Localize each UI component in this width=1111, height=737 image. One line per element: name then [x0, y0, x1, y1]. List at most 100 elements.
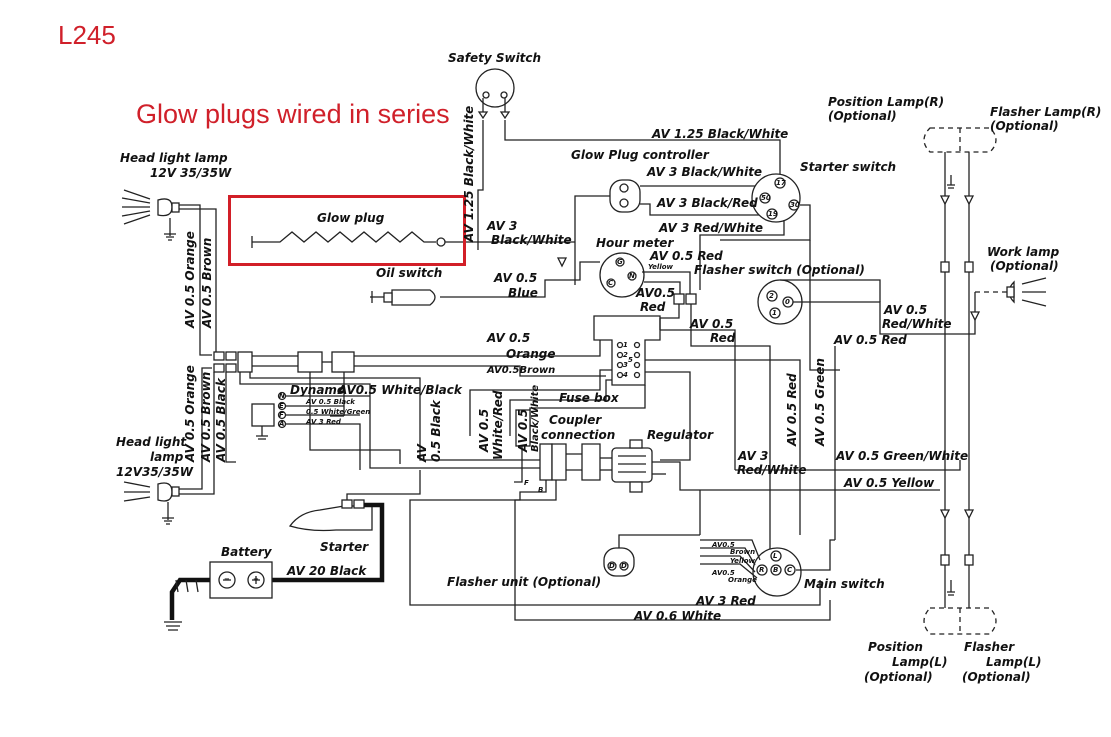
label-av3-rw-mid2: Red/White	[737, 463, 807, 477]
label-v-av05-orange-top: AV 0.5 Orange	[183, 231, 197, 328]
label-starter: Starter	[320, 540, 369, 554]
glow-plug-highlight-box	[228, 195, 466, 266]
fuse-box-icon	[593, 315, 661, 386]
flasher-switch-icon	[757, 279, 803, 325]
label-av05-blue: AV 0.5	[494, 271, 538, 285]
label-small-av05b: AV0.5	[712, 569, 735, 577]
label-dynamo: Dynamo	[290, 383, 346, 397]
regulator-icon	[611, 439, 653, 493]
label-av3-red-small: AV 3 Red	[306, 418, 341, 426]
label-safety-switch: Safety Switch	[448, 51, 542, 65]
coupler-connection-icon	[515, 409, 601, 481]
label-fu-d2: D	[621, 562, 627, 570]
label-v-av05-brown-bot: AV 0.5 Brown	[199, 371, 213, 462]
label-v-av05-brown-top: AV 0.5 Brown	[200, 237, 214, 328]
position-flasher-lamp-l-icon	[923, 607, 997, 635]
oil-switch-icon	[370, 289, 436, 306]
label-ms-r: R	[759, 566, 765, 574]
label-small-yellow: Yellow	[648, 263, 673, 271]
starter-switch-icon	[751, 173, 801, 223]
label-coupler-f: F	[524, 479, 529, 487]
label-v-av05-bw2: Black/White	[530, 384, 541, 452]
label-small-yellow2: Yellow	[730, 557, 755, 565]
label-hour-meter: Hour meter	[596, 236, 674, 250]
label-fb-2: 2	[623, 351, 628, 359]
label-ms-c: C	[787, 566, 793, 574]
label-ss-30: 30	[790, 201, 800, 209]
label-headlight-bottom-spec: 12V35/35W	[116, 465, 194, 479]
dynamo-icon	[251, 391, 287, 440]
label-regulator: Regulator	[647, 428, 714, 442]
label-starter-switch: Starter switch	[800, 160, 897, 174]
label-glow-controller: Glow Plug controller	[571, 148, 709, 162]
label-v-av-black: 0.5 Black	[429, 400, 443, 462]
label-flasher-lamp-r-opt: (Optional)	[990, 119, 1059, 133]
label-av3-rw-top: AV 3 Red/White	[659, 221, 763, 235]
label-v-av05-black-left: AV 0.5 Black	[214, 378, 228, 462]
label-fu-d1: D	[609, 562, 615, 570]
label-av3-bw-ctrl: AV 3 Black/White	[647, 165, 763, 179]
label-fb-5: 5	[628, 356, 633, 364]
battery-icon	[209, 561, 273, 599]
label-av3-gp-color: Black/White	[491, 233, 572, 247]
label-work-lamp: Work lamp	[987, 245, 1060, 259]
label-flasher-unit: Flasher unit (Optional)	[447, 575, 602, 589]
label-battery: Battery	[221, 545, 272, 559]
label-av3-gp: AV 3	[487, 219, 518, 233]
label-av3-rw-mid: AV 3	[738, 449, 769, 463]
work-lamp-icon	[1006, 277, 1047, 307]
safety-switch-icon	[475, 68, 515, 120]
label-position-lamp-l2: Lamp(L)	[892, 655, 948, 669]
label-coupler2: connection	[541, 428, 616, 442]
label-hm-g: G	[617, 258, 623, 266]
label-av20: AV 20 Black	[287, 564, 367, 578]
label-av05-red-b: AV 0.5	[690, 317, 734, 331]
label-av3-br: AV 3 Black/Red	[657, 196, 758, 210]
label-flasher-switch: Flasher switch (Optional)	[694, 263, 865, 277]
label-oil-switch: Oil switch	[376, 266, 443, 280]
headlight-bottom-icon	[123, 481, 180, 502]
label-av125: AV 1.25 Black/White	[652, 127, 789, 141]
label-av05-black-small: AV 0.5 Black	[306, 398, 355, 406]
label-v-av: AV	[415, 444, 429, 462]
position-flasher-lamp-r-icon	[923, 127, 997, 153]
label-flasher-lamp-l2: Lamp(L)	[986, 655, 1042, 669]
starter-motor-icon	[288, 499, 373, 532]
label-hm-n: N	[629, 272, 635, 280]
label-position-lamp-r-opt: (Optional)	[828, 109, 897, 123]
label-av05-wg-small: 0.5 White/Green	[306, 408, 371, 416]
label-headlight-top-spec: 12V 35/35W	[150, 166, 232, 180]
label-v-av05-orange-bot: AV 0.5 Orange	[183, 365, 197, 462]
label-small-brown: Brown	[730, 548, 756, 556]
note-text: Glow plugs wired in series	[136, 99, 450, 129]
label-bat-minus: −	[224, 575, 230, 583]
label-dy-a: A	[279, 420, 285, 428]
label-ss-19: 19	[768, 210, 778, 218]
main-switch-icon	[752, 547, 802, 597]
headlight-top-icon	[121, 189, 180, 225]
label-position-lamp-r: Position Lamp(R)	[828, 95, 945, 109]
label-av05-blue-color: Blue	[508, 286, 538, 300]
label-av05-red-a: AV0.5	[636, 286, 676, 300]
label-coupler-b: B	[538, 486, 544, 494]
label-flasher-lamp-l: Flasher	[964, 640, 1015, 654]
label-headlight-bottom2: lamp	[150, 450, 184, 464]
glow-plug-controller-icon	[609, 179, 641, 213]
label-av05-red-a2: Red	[640, 300, 666, 314]
label-av05-red-right: AV 0.5 Red	[834, 333, 907, 347]
label-fs-2: 2	[769, 292, 774, 300]
label-fs-0: 0	[785, 298, 790, 306]
label-fb-3: 3	[623, 361, 628, 369]
label-fb-1: 1	[623, 341, 628, 349]
label-av05-rw: AV 0.5	[884, 303, 928, 317]
hour-meter-icon	[599, 252, 645, 298]
label-flasher-lamp-r: Flasher Lamp(R)	[990, 105, 1102, 119]
label-fb-4: 4	[623, 371, 628, 379]
label-bat-plus: +	[253, 575, 259, 583]
label-position-lamp-l3: (Optional)	[864, 670, 933, 684]
label-av05-red-hm: AV 0.5 Red	[650, 249, 723, 263]
flasher-unit-icon	[603, 547, 635, 577]
label-av05-red-b2: Red	[710, 331, 736, 345]
